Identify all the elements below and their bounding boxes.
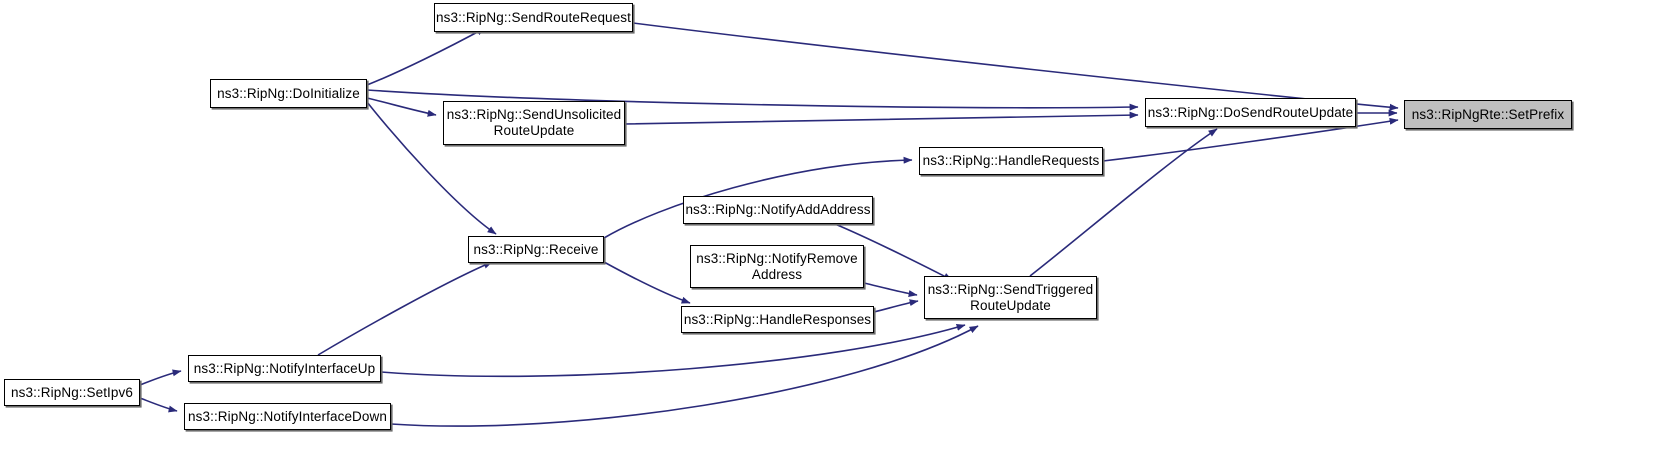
graph-node-label: ns3::RipNg::Receive bbox=[473, 241, 599, 257]
edge-NotifyInterfaceUp-to-SendTriggeredRouteUpdate bbox=[380, 324, 966, 378]
edge-SendRouteRequest-to-SetPrefix bbox=[632, 22, 1399, 111]
graph-node-label: ns3::RipNg::NotifyAddAddress bbox=[685, 202, 871, 217]
edge-NotifyInterfaceDown-to-SendTriggeredRouteUpdate bbox=[390, 325, 979, 427]
graph-node-label: ns3::RipNg::SendRouteRequest bbox=[436, 9, 631, 25]
graph-node-NotifyRemoveAddress[interactable]: ns3::RipNg::NotifyRemove Address bbox=[690, 245, 864, 288]
graph-node-Receive[interactable]: ns3::RipNg::Receive bbox=[468, 236, 604, 263]
graph-node-label: ns3::RipNg::NotifyRemove Address bbox=[696, 250, 858, 282]
graph-node-label: ns3::RipNg::HandleRequests bbox=[922, 153, 1100, 168]
edge-SetIpv6-to-NotifyInterfaceDown bbox=[139, 397, 178, 413]
graph-node-SetPrefix[interactable]: ns3::RipNgRte::SetPrefix bbox=[1404, 100, 1572, 129]
edge-SetIpv6-to-NotifyInterfaceUp bbox=[139, 369, 182, 386]
edge-SendUnsolicitedRouteUpdate-to-DoSendRouteUpdate bbox=[624, 111, 1139, 125]
edge-DoInitialize-to-SendRouteRequest bbox=[366, 27, 486, 86]
graph-node-SetIpv6[interactable]: ns3::RipNg::SetIpv6 bbox=[4, 379, 140, 406]
graph-node-label: ns3::RipNg::HandleResponses bbox=[683, 311, 872, 327]
graph-node-label: ns3::RipNg::DoSendRouteUpdate bbox=[1147, 104, 1354, 120]
graph-node-label: ns3::RipNg::NotifyInterfaceUp bbox=[193, 360, 376, 376]
graph-node-HandleResponses[interactable]: ns3::RipNg::HandleResponses bbox=[681, 306, 874, 333]
graph-node-DoSendRouteUpdate[interactable]: ns3::RipNg::DoSendRouteUpdate bbox=[1145, 98, 1356, 127]
graph-node-label: ns3::RipNg::SendUnsolicited RouteUpdate bbox=[446, 107, 622, 138]
graph-node-DoInitialize[interactable]: ns3::RipNg::DoInitialize bbox=[210, 79, 367, 108]
edge-NotifyRemoveAddress-to-SendTriggeredRouteUpdate bbox=[863, 282, 918, 297]
graph-node-label: ns3::RipNg::NotifyInterfaceDown bbox=[188, 408, 387, 424]
graph-node-SendRouteRequest[interactable]: ns3::RipNg::SendRouteRequest bbox=[434, 3, 633, 32]
graph-node-NotifyInterfaceDown[interactable]: ns3::RipNg::NotifyInterfaceDown bbox=[184, 403, 391, 430]
graph-node-label: ns3::RipNg::SendTriggered RouteUpdate bbox=[927, 281, 1094, 313]
graph-node-HandleRequests[interactable]: ns3::RipNg::HandleRequests bbox=[919, 147, 1103, 175]
graph-node-NotifyInterfaceUp[interactable]: ns3::RipNg::NotifyInterfaceUp bbox=[188, 355, 381, 382]
graph-node-NotifyAddAddress[interactable]: ns3::RipNg::NotifyAddAddress bbox=[683, 196, 873, 224]
edge-HandleResponses-to-SendTriggeredRouteUpdate bbox=[873, 299, 919, 313]
graph-node-label: ns3::RipNgRte::SetPrefix bbox=[1411, 106, 1565, 122]
graph-node-label: ns3::RipNg::DoInitialize bbox=[217, 85, 360, 101]
graph-node-label: ns3::RipNg::SetIpv6 bbox=[11, 384, 133, 400]
edge-DoInitialize-to-SendUnsolicitedRouteUpdate bbox=[366, 97, 437, 117]
edge-NotifyInterfaceUp-to-Receive bbox=[317, 261, 493, 356]
edge-Receive-to-HandleResponses bbox=[603, 261, 691, 304]
graph-node-SendUnsolicitedRouteUpdate[interactable]: ns3::RipNg::SendUnsolicited RouteUpdate bbox=[443, 101, 625, 145]
graph-node-SendTriggeredRouteUpdate[interactable]: ns3::RipNg::SendTriggered RouteUpdate bbox=[924, 276, 1097, 319]
